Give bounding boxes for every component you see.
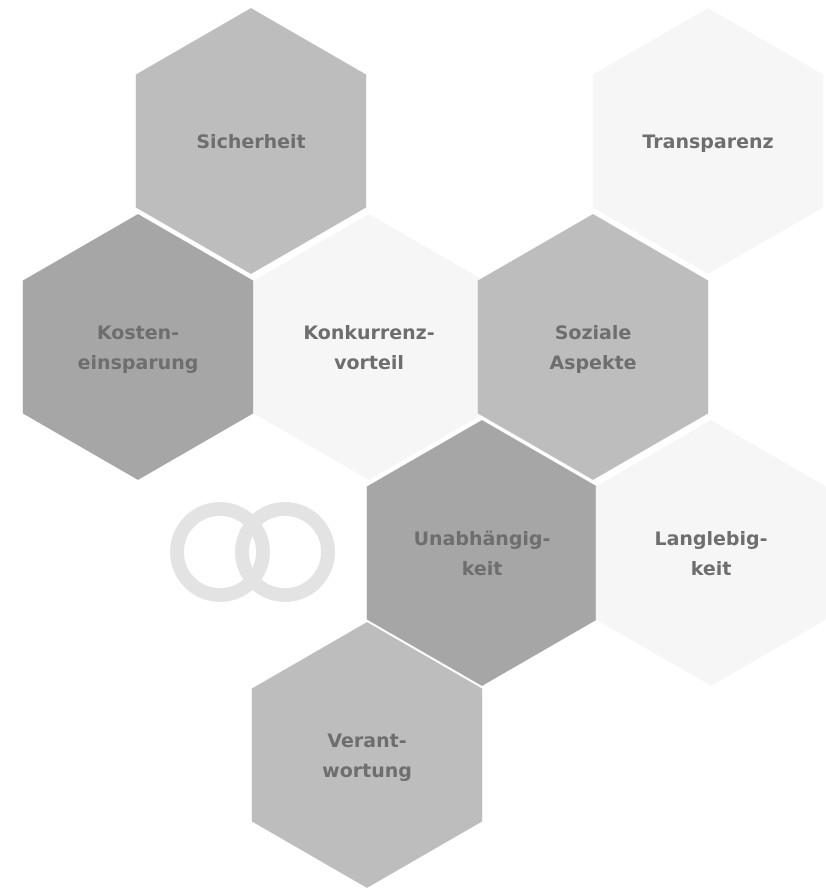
hexagon-label: vorteil xyxy=(334,352,404,374)
hexagon-kosteneinsparung: Kosten-einsparung xyxy=(22,214,254,480)
hexagon-shape xyxy=(477,214,709,480)
hexagon-shape xyxy=(22,214,254,480)
hexagon-label: Sicherheit xyxy=(196,131,305,153)
hexagon-sicherheit: Sicherheit xyxy=(135,8,367,274)
hexagon-label: einsparung xyxy=(78,352,199,374)
hexagon-langlebigkeit: Langlebig-keit xyxy=(595,420,826,686)
hexagon-unabhaengigkeit: Unabhängig-keit xyxy=(366,420,598,686)
hexagon-shape xyxy=(135,8,367,274)
hexagon-label: Konkurrenz- xyxy=(303,322,434,344)
hexagon-label: wortung xyxy=(322,760,412,782)
hexagon-transparenz: Transparenz xyxy=(592,8,824,274)
hexagon-label: keit xyxy=(691,558,732,580)
hexagon-shape xyxy=(595,420,826,686)
hexagon-shape xyxy=(253,214,485,480)
hexagon-label: Soziale xyxy=(555,322,632,344)
hexagon-label: keit xyxy=(462,558,503,580)
hexagon-shape xyxy=(251,622,483,888)
hexagon-verantwortung: Verant-wortung xyxy=(251,622,483,888)
hexagon-label: Langlebig- xyxy=(654,528,767,550)
hexagon-shape xyxy=(592,8,824,274)
hexagon-label: Verant- xyxy=(327,730,406,752)
hexagon-label: Unabhängig- xyxy=(414,528,551,550)
infinity-icon xyxy=(170,502,335,602)
hexagon-label: Kosten- xyxy=(97,322,179,344)
hexagon-label: Transparenz xyxy=(642,131,773,153)
hexagon-konkurrenzvorteil: Konkurrenz-vorteil xyxy=(253,214,485,480)
hexagon-shape xyxy=(366,420,598,686)
hexagon-label: Aspekte xyxy=(549,352,636,374)
